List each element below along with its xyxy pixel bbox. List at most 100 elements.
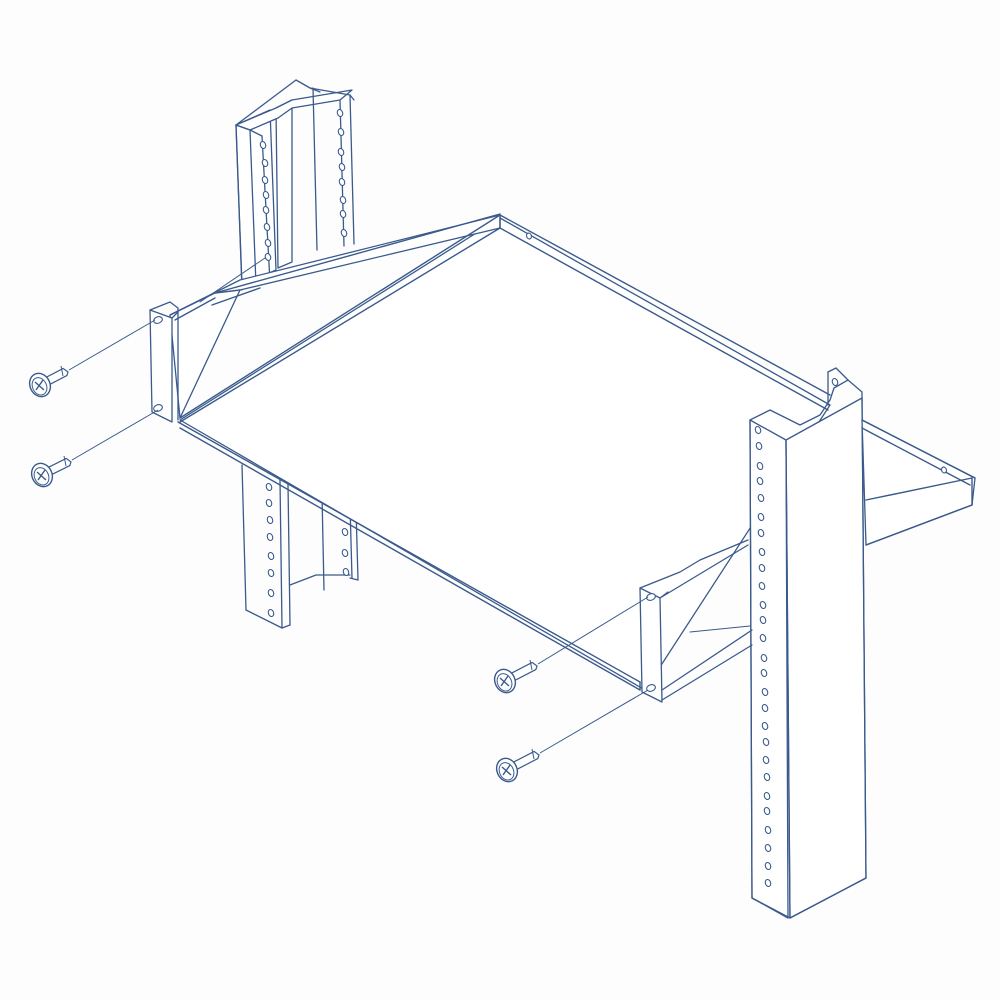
mounting-hole bbox=[763, 791, 771, 801]
mounting-hole bbox=[259, 140, 267, 150]
mounting-hole bbox=[261, 175, 269, 185]
shelf-rear-hole bbox=[525, 232, 533, 240]
bracket-edge bbox=[865, 477, 973, 501]
alignment-line bbox=[537, 596, 649, 665]
mounting-hole bbox=[757, 512, 765, 522]
post-edge bbox=[349, 94, 355, 245]
mounting-hole bbox=[267, 551, 275, 561]
mounting-hole bbox=[341, 548, 349, 558]
post-face bbox=[235, 89, 353, 131]
post-edge bbox=[749, 419, 753, 899]
mounting-hole bbox=[760, 653, 768, 663]
mounting-hole bbox=[761, 687, 769, 697]
ear-edge bbox=[639, 539, 749, 589]
mounting-hole bbox=[758, 547, 766, 557]
mounting-hole bbox=[266, 532, 274, 542]
rear-left-rack-post bbox=[235, 79, 359, 629]
mounting-hole bbox=[338, 177, 346, 187]
mounting-hole bbox=[339, 209, 347, 219]
ear-slot bbox=[646, 593, 656, 601]
ear-slot bbox=[153, 316, 163, 324]
mounting-hole bbox=[264, 238, 272, 248]
ear-edge bbox=[149, 301, 179, 421]
mounting-hole bbox=[262, 205, 270, 215]
mounting-hole bbox=[262, 190, 270, 200]
mounting-hole bbox=[761, 703, 769, 713]
mounting-hole bbox=[758, 581, 766, 591]
post-edge bbox=[751, 877, 867, 919]
post-edge bbox=[287, 483, 291, 626]
shelf-edge bbox=[177, 421, 641, 683]
phillips-screw-icon bbox=[493, 596, 649, 694]
bracket-edge bbox=[861, 419, 976, 479]
alignment-line bbox=[199, 257, 266, 303]
post-edge bbox=[235, 124, 263, 137]
post-face bbox=[275, 99, 293, 269]
screw-head-rim bbox=[498, 762, 515, 781]
post-edge bbox=[861, 397, 867, 879]
bracket-edge bbox=[861, 427, 971, 486]
mounting-hole bbox=[757, 528, 765, 538]
shelf-tray bbox=[169, 213, 831, 691]
post-edge bbox=[235, 79, 297, 126]
post-edge bbox=[312, 87, 318, 251]
bracket-hole bbox=[940, 466, 948, 474]
mounting-hole bbox=[759, 615, 767, 625]
phillips-slot bbox=[500, 675, 509, 687]
post-edge bbox=[235, 124, 243, 291]
post-edge bbox=[339, 99, 345, 247]
post-edge bbox=[245, 609, 291, 629]
shelf-edge bbox=[179, 214, 501, 419]
mounting-hole bbox=[267, 608, 275, 618]
mounting-hole bbox=[267, 568, 275, 578]
mounting-hole bbox=[764, 825, 772, 835]
mounting-hole bbox=[763, 772, 771, 782]
post-edge bbox=[785, 439, 791, 919]
post-edge bbox=[749, 379, 863, 426]
alignment-line bbox=[689, 624, 761, 633]
mounting-hole bbox=[336, 108, 344, 118]
mounting-ears bbox=[149, 301, 753, 703]
shelf-edge bbox=[499, 214, 831, 396]
post-edge bbox=[241, 464, 247, 611]
phillips-screw-icon bbox=[30, 409, 159, 488]
mounting-hole bbox=[265, 482, 273, 492]
mounting-hole bbox=[759, 633, 767, 643]
screw-head-rim bbox=[33, 467, 50, 486]
mounting-hole bbox=[764, 878, 772, 888]
mounting-hole bbox=[263, 222, 271, 232]
post-edge bbox=[295, 79, 355, 101]
mounting-hole bbox=[831, 377, 839, 387]
mounting-hole bbox=[763, 806, 771, 816]
mounting-hole bbox=[758, 563, 766, 573]
mounting-hole bbox=[755, 441, 763, 451]
bracket-edge bbox=[865, 504, 973, 546]
mounting-hole bbox=[762, 755, 770, 765]
screw-shank-groove bbox=[63, 455, 67, 467]
ear-edge bbox=[659, 544, 749, 599]
mounting-hole bbox=[757, 493, 765, 503]
post-edge bbox=[827, 367, 849, 381]
shelf-edge bbox=[214, 289, 241, 294]
phillips-screw-icon bbox=[28, 319, 156, 398]
ear-edge bbox=[661, 644, 753, 701]
shelf-edge bbox=[499, 227, 829, 411]
mounting-screws bbox=[28, 319, 649, 783]
mounting-hole bbox=[341, 527, 349, 537]
mounting-hole bbox=[342, 567, 350, 577]
post-edge bbox=[249, 129, 257, 286]
mounting-hole bbox=[762, 737, 770, 747]
mounting-hole bbox=[759, 600, 767, 610]
mounting-hole bbox=[267, 588, 275, 598]
mounting-hole bbox=[265, 498, 273, 508]
phillips-screw-icon bbox=[495, 689, 649, 783]
post-edge bbox=[349, 577, 359, 581]
alignment-line bbox=[539, 689, 649, 754]
ear-slot bbox=[153, 404, 163, 412]
alignment-line bbox=[71, 409, 159, 461]
phillips-slot bbox=[37, 469, 46, 481]
mounting-hole bbox=[760, 668, 768, 678]
mounting-hole bbox=[754, 425, 762, 435]
